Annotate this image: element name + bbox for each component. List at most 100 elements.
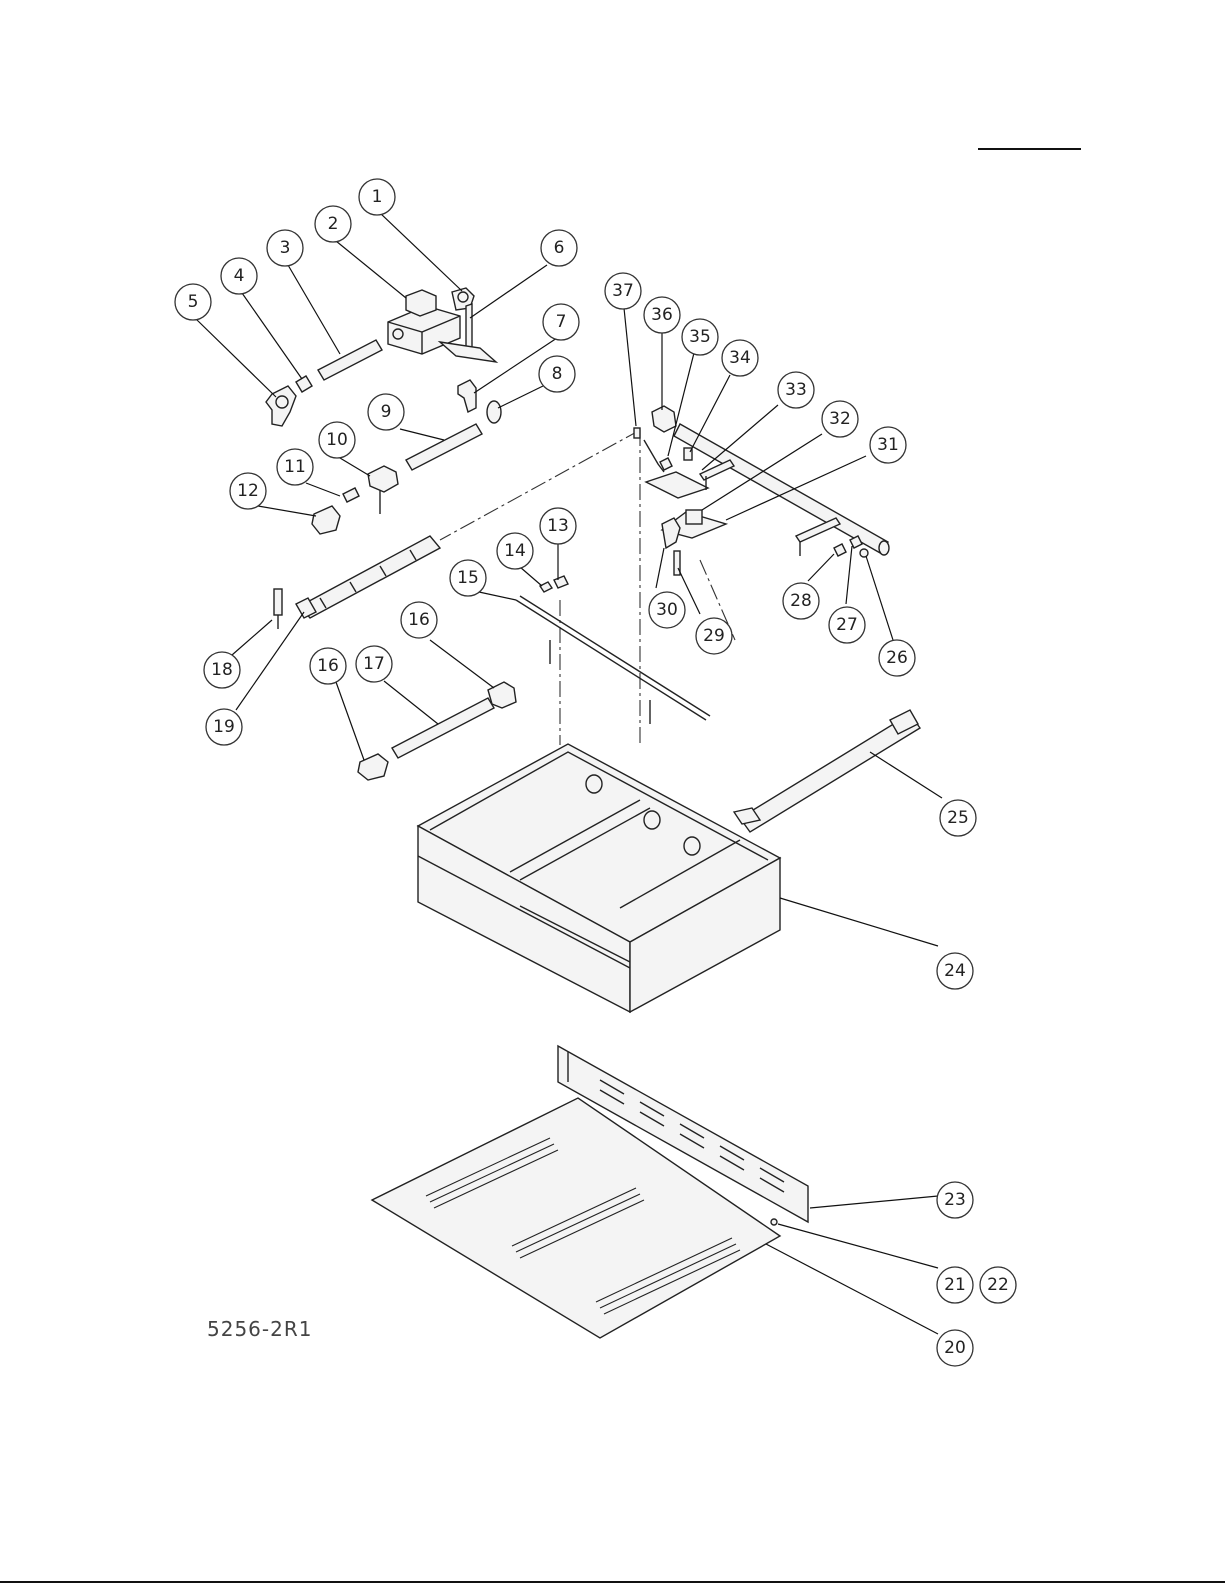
part-coupling-4 <box>296 376 312 392</box>
part-base-panel-20 <box>372 1098 780 1338</box>
svg-text:4: 4 <box>234 266 245 286</box>
part-valve-10 <box>368 466 398 514</box>
balloon-28: 28 <box>783 583 819 619</box>
balloon-22: 22 <box>980 1267 1016 1303</box>
svg-text:34: 34 <box>729 348 751 368</box>
balloon-33: 33 <box>778 372 814 408</box>
part-fitting-13 <box>554 576 568 588</box>
svg-text:20: 20 <box>944 1338 966 1358</box>
balloon-25: 25 <box>940 800 976 836</box>
balloon-14: 14 <box>497 533 533 569</box>
balloon-23: 23 <box>937 1182 973 1218</box>
part-valve-36 <box>652 406 676 432</box>
svg-text:15: 15 <box>457 568 479 588</box>
part-burner-25 <box>734 710 920 832</box>
part-screw-21-22 <box>771 1219 777 1225</box>
balloon-9: 9 <box>368 394 404 430</box>
svg-text:10: 10 <box>326 430 348 450</box>
part-coupling-8 <box>487 401 501 423</box>
svg-text:12: 12 <box>237 481 259 501</box>
balloon-2: 2 <box>315 206 351 242</box>
svg-text:2: 2 <box>328 214 339 234</box>
part-elbow-16-right <box>488 682 516 708</box>
part-elbow-12 <box>312 506 340 534</box>
svg-text:24: 24 <box>944 961 966 981</box>
part-burner-box-24 <box>418 744 780 1012</box>
balloon-1: 1 <box>359 179 395 215</box>
balloon-29: 29 <box>696 618 732 654</box>
balloon-6: 6 <box>541 230 577 266</box>
balloon-13: 13 <box>540 508 576 544</box>
svg-text:31: 31 <box>877 435 899 455</box>
balloon-19: 19 <box>206 709 242 745</box>
balloon-20: 20 <box>937 1330 973 1366</box>
svg-text:33: 33 <box>785 380 807 400</box>
part-bracket-31 <box>796 518 840 556</box>
part-sensor-18 <box>274 589 282 629</box>
svg-text:14: 14 <box>504 541 526 561</box>
balloon-10: 10 <box>319 422 355 458</box>
svg-text:1: 1 <box>372 187 383 207</box>
balloon-3: 3 <box>267 230 303 266</box>
balloon-17: 17 <box>356 646 392 682</box>
svg-text:7: 7 <box>556 312 567 332</box>
part-fitting-14 <box>540 582 552 592</box>
svg-text:23: 23 <box>944 1190 966 1210</box>
part-elbow-16-left <box>358 754 388 780</box>
part-elbow-7 <box>458 380 476 412</box>
svg-text:13: 13 <box>547 516 569 536</box>
balloon-36: 36 <box>644 297 680 333</box>
drawing-code: 5256-2R1 <box>207 1317 312 1341</box>
svg-text:11: 11 <box>284 457 306 477</box>
balloon-18: 18 <box>204 652 240 688</box>
balloon-27: 27 <box>829 607 865 643</box>
assembly-centerlines <box>440 430 735 745</box>
balloon-34: 34 <box>722 340 758 376</box>
balloon-30: 30 <box>649 592 685 628</box>
svg-text:17: 17 <box>363 654 385 674</box>
balloon-8: 8 <box>539 356 575 392</box>
svg-text:36: 36 <box>651 305 673 325</box>
part-pipe-nipple-3 <box>318 340 382 380</box>
balloon-21: 21 <box>937 1267 973 1303</box>
balloon-32: 32 <box>822 401 858 437</box>
svg-text:37: 37 <box>612 281 634 301</box>
svg-text:27: 27 <box>836 615 858 635</box>
svg-text:16: 16 <box>317 656 339 676</box>
svg-text:9: 9 <box>381 402 392 422</box>
part-nut-26 <box>860 549 868 557</box>
balloon-5: 5 <box>175 284 211 320</box>
part-orifice-28 <box>834 544 846 556</box>
part-pipe-17 <box>392 698 494 758</box>
part-nipple-11 <box>343 488 359 502</box>
svg-text:35: 35 <box>689 327 711 347</box>
svg-text:16: 16 <box>408 610 430 630</box>
balloon-4: 4 <box>221 258 257 294</box>
svg-text:6: 6 <box>554 238 565 258</box>
svg-text:30: 30 <box>656 600 678 620</box>
svg-text:21: 21 <box>944 1275 966 1295</box>
balloon-37: 37 <box>605 273 641 309</box>
svg-text:26: 26 <box>886 648 908 668</box>
svg-text:5: 5 <box>188 292 199 312</box>
balloon-35: 35 <box>682 319 718 355</box>
part-fitting-37 <box>634 428 640 438</box>
balloon-16-upper: 16 <box>401 602 437 638</box>
part-pipe-9 <box>406 424 482 470</box>
svg-text:19: 19 <box>213 717 235 737</box>
svg-text:29: 29 <box>703 626 725 646</box>
svg-text:8: 8 <box>552 364 563 384</box>
balloon-16-lower: 16 <box>310 648 346 684</box>
balloon-24: 24 <box>937 953 973 989</box>
svg-text:3: 3 <box>280 238 291 258</box>
part-tube-35 <box>644 440 672 472</box>
part-igniter-30 <box>662 518 680 548</box>
svg-text:28: 28 <box>790 591 812 611</box>
balloon-12: 12 <box>230 473 266 509</box>
balloon-15: 15 <box>450 560 486 596</box>
svg-text:32: 32 <box>829 409 851 429</box>
balloon-26: 26 <box>879 640 915 676</box>
svg-text:25: 25 <box>947 808 969 828</box>
balloon-11: 11 <box>277 449 313 485</box>
